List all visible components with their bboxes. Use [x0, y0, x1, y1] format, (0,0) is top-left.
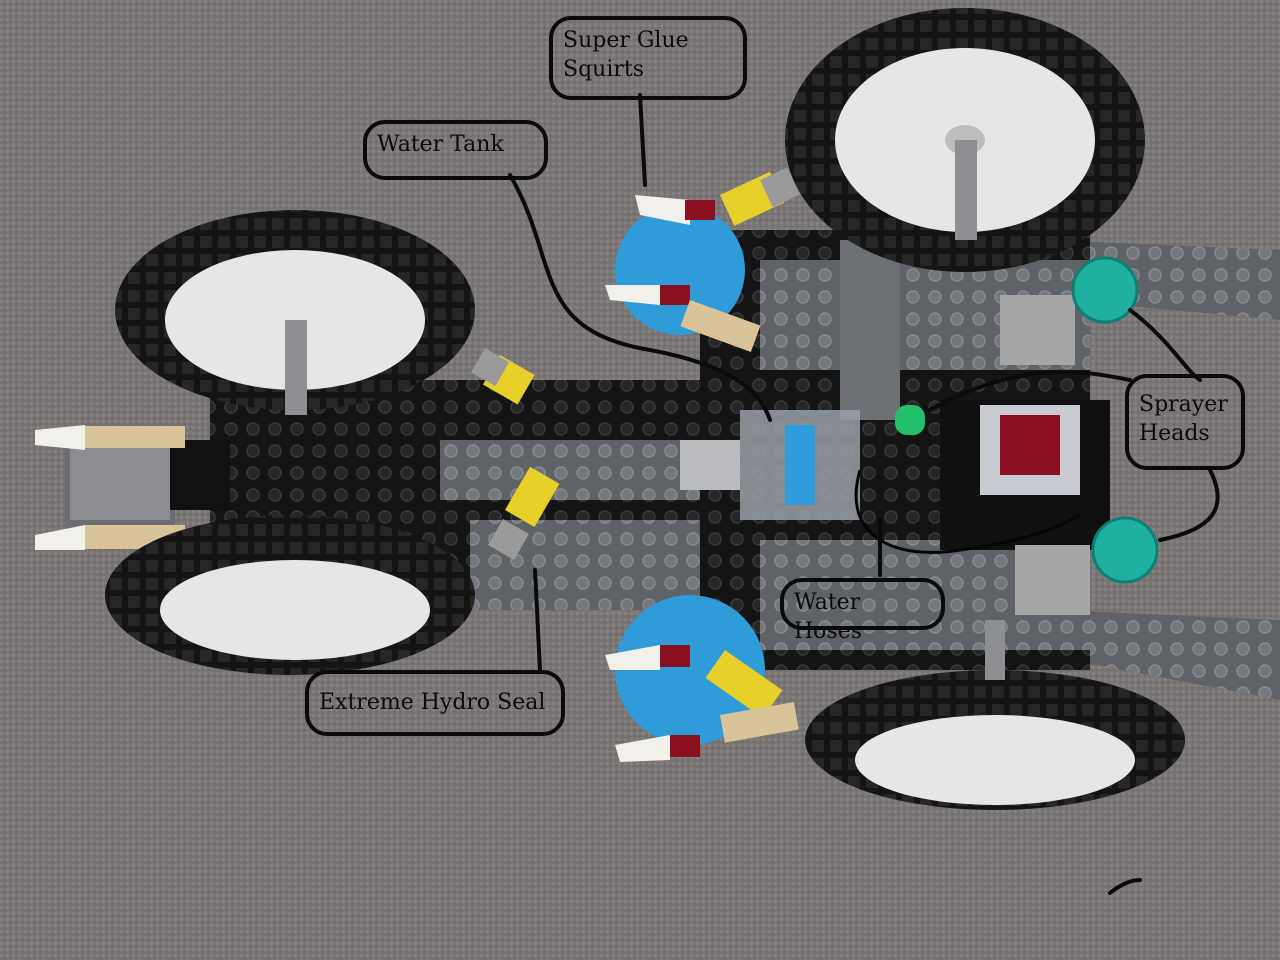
red-core-part	[980, 405, 1080, 495]
water-tank-part	[680, 410, 860, 520]
wheel-top-right	[785, 8, 1145, 272]
sprayer-head	[1071, 256, 1139, 324]
wheel-bottom-right	[805, 620, 1185, 810]
gray-block	[1015, 545, 1090, 615]
sprayer-head	[1091, 516, 1159, 584]
gray-block	[1000, 295, 1075, 365]
label-super-glue-squirts: Super Glue Squirts	[549, 16, 747, 100]
label-water-tank: Water Tank	[363, 120, 548, 180]
wheel-bottom-left	[105, 515, 475, 675]
label-extreme-hydro-seal: Extreme Hydro Seal	[305, 670, 565, 736]
blue-turrets	[615, 205, 765, 745]
water-hose	[854, 469, 1081, 554]
label-water-hoses: Water Hoses	[780, 578, 945, 644]
label-sprayer-heads: Sprayer Heads	[1125, 374, 1245, 470]
nozzles	[35, 167, 800, 762]
wheel-top-left	[115, 210, 475, 415]
green-light	[895, 405, 925, 435]
